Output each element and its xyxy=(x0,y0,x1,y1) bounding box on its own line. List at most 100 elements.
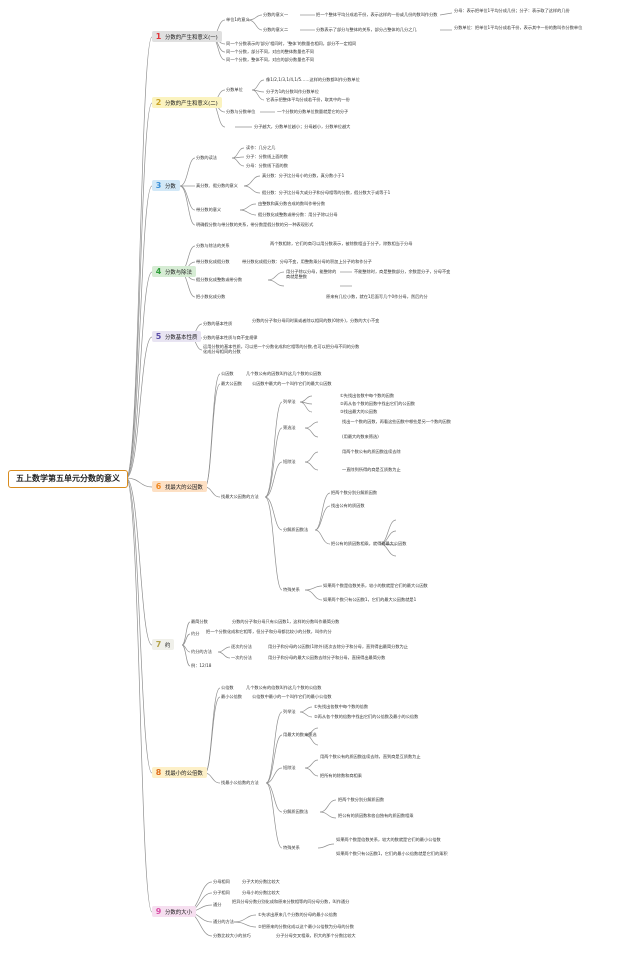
s5-basic-property-text: 分数的分子和分母同时乘或者除以相同的数(0除外)，分数的大小不变 xyxy=(252,318,380,323)
s7-stepwise-text: 用分子和分母的公因数(1除外)逐次去除分子和分母，直到得出最简分数为止 xyxy=(268,644,408,649)
s2-unit-meaning: 它表示把整体平均分成若干份，取其中的一份 xyxy=(266,97,350,102)
s8-lcm-text: 公倍数中最小的一个叫作它们的最小公倍数 xyxy=(252,694,332,699)
section-4-label: 分数与除法 xyxy=(165,270,192,276)
s8-short-division: 短除法 xyxy=(283,765,296,770)
s6-special: 特殊关系 xyxy=(283,587,300,592)
s7-stepwise: 逐次约分法 xyxy=(231,644,252,649)
s9-method-1: ①先求出原来几个分数的分母的最小公倍数 xyxy=(258,912,338,917)
s4-divide-exact: 用分子除以分母，能整除的商就是整数 xyxy=(286,269,337,279)
s6-list-step-2: ②再从各个数的因数中找出它们的公因数 xyxy=(340,401,415,406)
s8-list-method: 列举法 xyxy=(283,709,296,714)
s6-special-2: 如果两个数只有公因数1，它们的最大公因数就是1 xyxy=(323,597,417,602)
section-4-number: 4 xyxy=(155,267,162,276)
s9-method-2: ②把原来的分数化成以这个最小公倍数为分母的分数 xyxy=(258,924,354,929)
s7-reduce: 约分 xyxy=(191,631,200,636)
s3-relation: 明确假分数与带分数的关系，带分数是假分数的另一种表现形式 xyxy=(196,222,314,227)
s4-division-relation-text: 两个数相除，它们的商可以用分数表示，被除数相当于分子，除数相当于分母 xyxy=(270,241,413,246)
s7-example: 例：12/18 xyxy=(191,663,212,668)
section-9-label: 分数的大小 xyxy=(165,910,192,916)
s6-common-factor-text: 几个数公有的因数叫作这几个数的公因数 xyxy=(246,371,322,376)
s7-reduce-text: 把一个分数化成和它相等，但分子和分母都比较小的分数，叫作约分 xyxy=(206,629,332,634)
section-5-number: 5 xyxy=(155,332,162,341)
s6-list-method: 列举法 xyxy=(283,399,296,404)
s6-filter-method: 筛选法 xyxy=(283,425,296,430)
s6-filter-text: 找出一个数的因数，再看这些因数中哪些是另一个数的因数 xyxy=(342,419,451,424)
s1-note-3: 同一个分数，整体不同，对应的部分数量也不同 xyxy=(226,57,314,62)
s8-prime-step-2: 把公有的质因数和各自独有的质因数相乘 xyxy=(338,813,414,818)
section-5-label: 分数基本性质 xyxy=(165,335,198,341)
section-7-number: 7 xyxy=(155,640,162,649)
s5-basic-property: 分数的基本性质 xyxy=(203,321,233,326)
s8-short-division-2: 把所有的除数和商相乘 xyxy=(320,773,362,778)
s3-proper: 真分数：分子比分母小的分数，真分数小于1 xyxy=(262,173,345,178)
s7-simplest: 最简分数 xyxy=(191,619,208,624)
s1-unit-one: 单位1的意义 xyxy=(226,17,250,22)
s7-reduce-method: 约分的方法 xyxy=(191,649,212,654)
s6-prime-factor: 分解质因数法 xyxy=(283,527,309,532)
s6-filter-note: (用最大的数来筛选) xyxy=(342,434,379,439)
s9-tip: 分数比较大小的技巧 xyxy=(213,933,251,938)
section-8-label: 找最小的公倍数 xyxy=(165,771,203,777)
root-topic[interactable]: 五上数学第五单元分数的意义 xyxy=(8,470,128,488)
connector-lines xyxy=(125,12,453,937)
s6-prime-step-3: 把公有的质因数相乘，就得到最大公因数 xyxy=(331,541,407,546)
s8-list-step-2: ②再从各个数的倍数中找出它们的公倍数及最小的公倍数 xyxy=(314,714,419,719)
section-2-number: 2 xyxy=(155,98,162,107)
s9-method: 通分的方法 xyxy=(213,919,234,924)
s9-same-denominator-text: 分子大的分数比较大 xyxy=(242,879,280,884)
section-6-number: 6 xyxy=(155,482,162,491)
section-3-number: 3 xyxy=(155,181,162,190)
section-9-number: 9 xyxy=(155,907,162,916)
s1-meaning-two: 分数的意义二 xyxy=(263,27,289,32)
s8-special-1: 如果两个数是倍数关系，较大的数就是它们的最小公倍数 xyxy=(336,837,441,842)
s8-prime-factor: 分解质因数法 xyxy=(283,809,309,814)
section-7-label: 约 xyxy=(165,643,171,649)
section-1-label: 分数的产生和意义(一) xyxy=(165,35,218,41)
s2-unit-count: 一个分数的分数单位数量就是它的分子 xyxy=(277,109,349,114)
s3-numerator: 分子：分数线上面的数 xyxy=(246,154,288,159)
s3-improper: 假分数：分子比分母大或分子和分母相等的分数，假分数大于或等于1 xyxy=(262,190,391,195)
s3-improper-convert: 假分数化成整数或带分数：用分子除以分母 xyxy=(258,212,338,217)
s5-quotient-rule: 分数的基本性质与商不变规律 xyxy=(203,335,258,340)
s4-mixed-to-improper-text: 带分数化成假分数：分母不变，用整数乘分母的积加上分子的和作分子 xyxy=(242,259,372,264)
s6-common-factor: 公因数 xyxy=(221,371,234,376)
s4-decimal-to-fraction: 把小数化成分数 xyxy=(196,294,226,299)
s6-list-step-1: ①先找出各数中每个数的因数 xyxy=(340,393,395,398)
s1-meaning-one: 分数的意义一 xyxy=(263,12,289,17)
s9-common-denominator-text: 把异分母分数分别化成和原来分数相等的同分母分数，叫作通分 xyxy=(232,899,350,904)
s1-fraction-unit: 分数单位：把单位1平均分成若干份，表示其中一份的数叫作分数单位 xyxy=(454,25,583,30)
s1-meaning-one-text: 把一个整体平均分成若干份，表示这样的一份或几份的数叫作分数 xyxy=(316,12,438,17)
s3-mixed: 带分数的意义 xyxy=(196,207,222,212)
s6-short-division: 短除法 xyxy=(283,459,296,464)
s1-meaning-two-text: 分数表示了部分与整体的关系，部分占整体的几分之几 xyxy=(316,27,417,32)
s3-denominator: 分母：分数线下面的数 xyxy=(246,163,288,168)
s9-same-denominator: 分母相同 xyxy=(213,879,230,884)
s6-short-division-2: 一直除到所得的商是互质数为止 xyxy=(342,467,401,472)
s6-gcf: 最大公因数 xyxy=(221,381,242,386)
s8-filter-note: 用最大的数来筛选 xyxy=(283,732,317,737)
s9-common-denominator: 通分 xyxy=(213,902,222,907)
s8-list-step-1: ①先找出各数中每个数的倍数 xyxy=(314,704,369,709)
s4-mixed-to-improper: 带分数化成假分数 xyxy=(196,259,230,264)
s2-unit-size: 分子越大，分数单位越小；分母越小，分数单位越大 xyxy=(254,124,351,129)
s8-lcm: 最小公倍数 xyxy=(221,694,242,699)
s6-short-division-1: 用两个数公有的质因数连续去除 xyxy=(342,449,401,454)
section-2-label: 分数的产生和意义(二) xyxy=(165,101,218,107)
s8-special-2: 如果两个数只有公因数1，它们的最小公倍数就是它们的乘积 xyxy=(336,851,448,856)
s1-note-1: 同一个分数表示的'部分'相同时，'整体'的数量也相同，部分不一定相同 xyxy=(226,41,357,46)
section-6-label: 找最大的公因数 xyxy=(165,485,203,491)
s2-unit-examples: 像1/2,1/3,1/4,1/5……这样的分数都叫作分数单位 xyxy=(266,77,360,82)
s6-special-1: 如果两个数是倍数关系，较小的数就是它们的最大公因数 xyxy=(323,583,428,588)
s6-gcf-methods: 找最大公因数的方法 xyxy=(221,494,259,499)
s3-read-as: 读作：几分之几 xyxy=(246,145,276,150)
s6-list-step-3: ③找出最大的公因数 xyxy=(340,409,378,414)
